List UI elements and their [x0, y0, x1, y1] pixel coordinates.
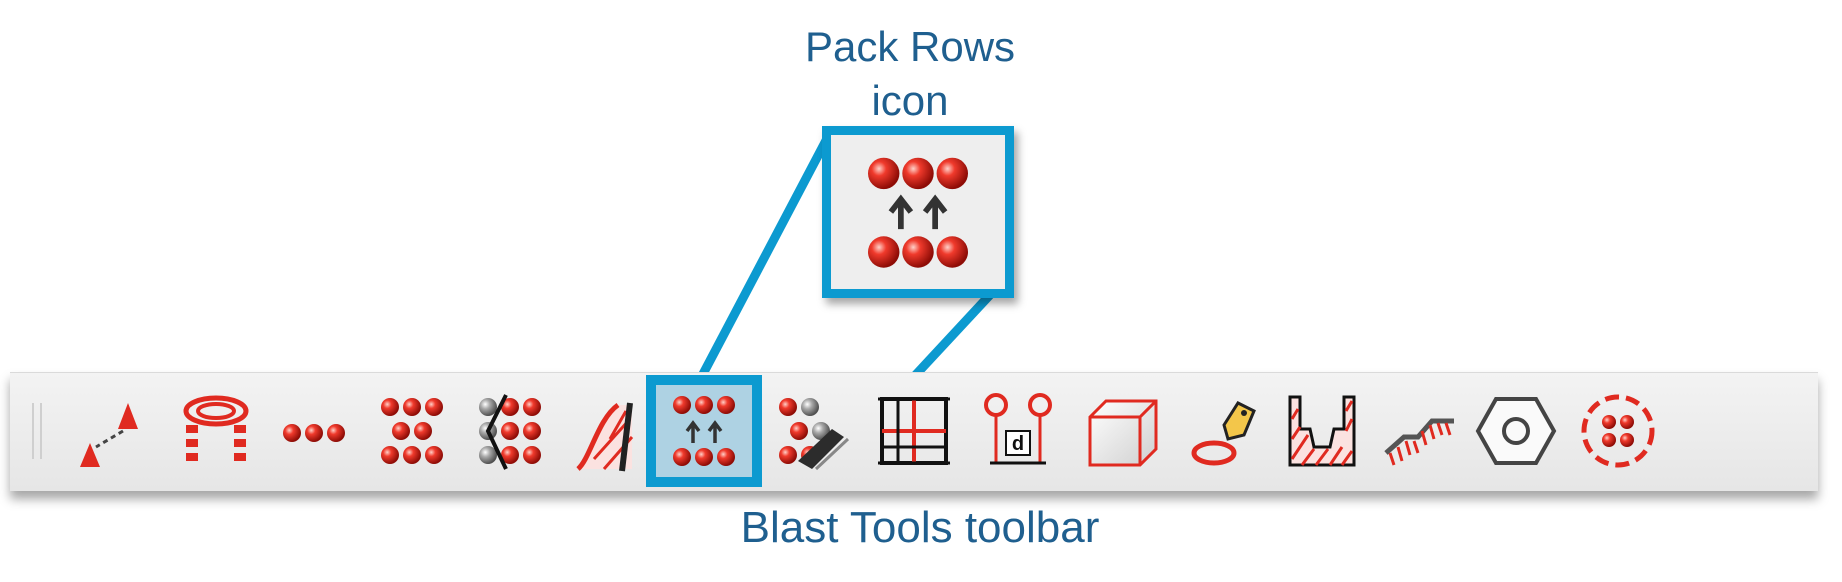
- grid-icon: [878, 397, 950, 465]
- box-icon: [1088, 399, 1158, 467]
- tool-ring-design[interactable]: [168, 385, 264, 477]
- blast-profile-icon: [576, 402, 634, 472]
- tool-blast-profile[interactable]: [564, 385, 660, 477]
- pit-section-icon: [1288, 395, 1356, 467]
- tool-ring-pattern[interactable]: [1570, 385, 1666, 477]
- hole-edit-icon: [779, 398, 850, 471]
- callout-title-line2: icon: [871, 77, 949, 124]
- tag-hole-icon: [1191, 401, 1256, 466]
- toolbar-caption: Blast Tools toolbar: [740, 503, 1100, 552]
- tool-box[interactable]: [1074, 385, 1170, 477]
- tool-tag-hole[interactable]: [1174, 385, 1270, 477]
- tool-hexagon[interactable]: [1468, 385, 1564, 477]
- tool-hole-depth[interactable]: d: [970, 385, 1066, 477]
- tool-pattern-boundary[interactable]: [462, 385, 558, 477]
- holes-connect-icon: [80, 403, 138, 467]
- pattern-boundary-icon: [479, 394, 541, 470]
- tool-bench-slope[interactable]: [1372, 385, 1468, 477]
- tool-hole-edit[interactable]: [762, 385, 858, 477]
- pack-rows-zoom-box: [822, 126, 1014, 298]
- bench-slope-icon: [1384, 418, 1454, 466]
- ring-design-icon: [183, 395, 249, 461]
- svg-text:d: d: [1012, 433, 1024, 455]
- pack-rows-zoom-icon: [868, 157, 968, 268]
- hole-pattern-icon: [381, 398, 443, 464]
- hexagon-icon: [1475, 397, 1557, 465]
- callout-title-line1: Pack Rows: [804, 23, 1016, 70]
- tool-hole-pattern[interactable]: [364, 385, 460, 477]
- tool-grid[interactable]: [866, 385, 962, 477]
- tool-pit-section[interactable]: [1274, 385, 1370, 477]
- hole-row-icon: [283, 424, 345, 442]
- blast-tools-toolbar: d: [10, 372, 1818, 491]
- toolbar-grip[interactable]: [32, 403, 42, 459]
- ring-pattern-icon: [1581, 394, 1655, 468]
- tool-holes-connect[interactable]: [62, 385, 158, 477]
- hole-depth-icon: d: [984, 393, 1052, 465]
- tool-pack-rows[interactable]: [646, 375, 762, 487]
- pack-rows-icon: [673, 396, 735, 466]
- tool-hole-row[interactable]: [266, 385, 362, 477]
- callout-title: Pack Rows icon: [760, 20, 1060, 128]
